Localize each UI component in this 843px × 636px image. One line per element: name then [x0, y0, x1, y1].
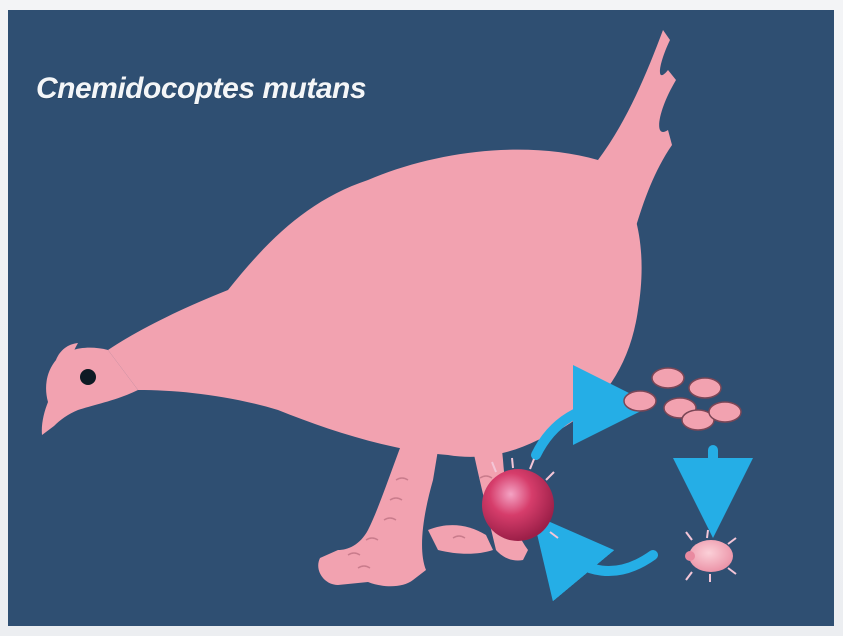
eggs-cluster-icon — [624, 368, 741, 430]
hen-silhouette — [42, 30, 676, 586]
lifecycle-arrows — [536, 405, 713, 571]
arrow-larva-to-adult-icon — [558, 545, 653, 571]
hen-eye-icon — [80, 369, 96, 385]
lifecycle-illustration — [8, 10, 834, 626]
illustration-panel: Cnemidocoptes mutans — [8, 10, 834, 626]
larva-icon — [685, 530, 736, 582]
